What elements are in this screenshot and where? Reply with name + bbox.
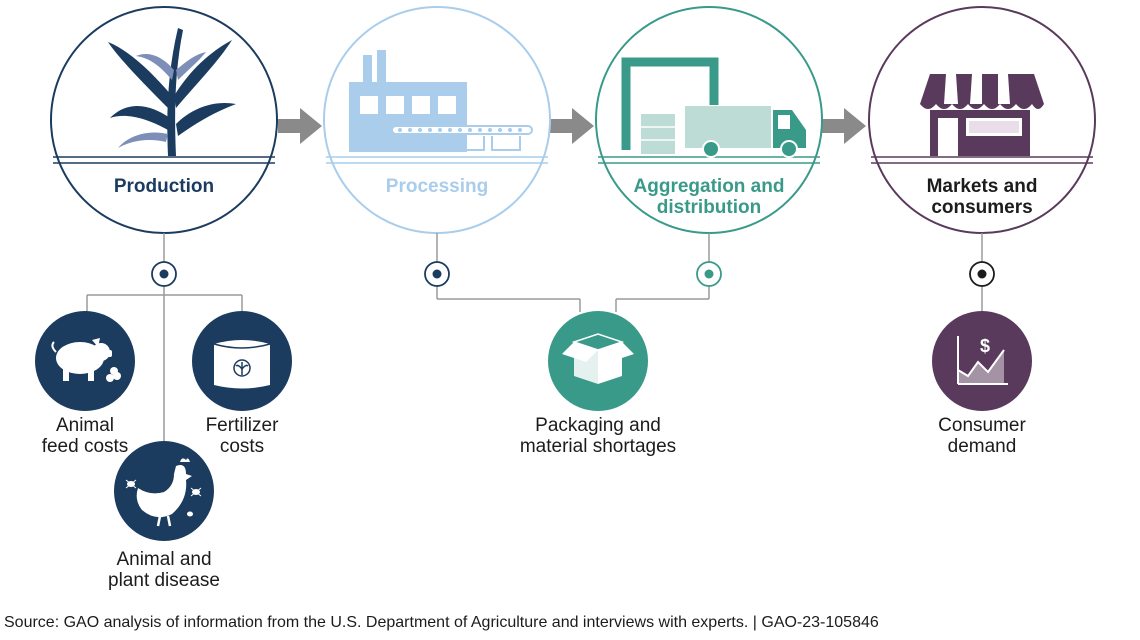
fertilizer-costs-label: Fertilizer costs (205, 415, 279, 457)
fertilizer-bag-icon (192, 311, 292, 411)
flow-arrow-2 (548, 108, 594, 144)
production-ground-line (53, 156, 275, 164)
truck-icon (621, 57, 806, 158)
markets-label: Markets and consumers (926, 176, 1038, 218)
source-note: Source: GAO analysis of information from… (4, 614, 879, 631)
flow-arrow-1 (278, 108, 322, 144)
chicken-icon (114, 441, 214, 541)
production-connectors (86, 233, 243, 450)
markets-node (969, 261, 995, 287)
animal-plant-disease-label: Animal and plant disease (108, 549, 220, 591)
aggregation-node (696, 261, 722, 287)
processing-label: Processing (385, 176, 489, 197)
processing-ground-line (326, 156, 548, 164)
box-icon (548, 311, 648, 411)
flow-arrow-3 (822, 108, 866, 144)
packaging-shortages-label: Packaging and material shortages (519, 415, 677, 457)
consumer-demand-label: Consumer demand (938, 415, 1026, 457)
aggregation-label: Aggregation and distribution (633, 176, 785, 218)
packaging-connectors (436, 233, 710, 312)
production-label: Production (113, 176, 215, 197)
factory-icon (349, 50, 533, 152)
pig-icon (35, 311, 135, 411)
price-chart-icon: $ (932, 311, 1032, 411)
markets-ground-line (871, 156, 1093, 164)
production-node (151, 261, 177, 287)
plant-icon (108, 28, 236, 156)
processing-node (424, 261, 450, 287)
svg-text:$: $ (980, 336, 990, 356)
animal-feed-costs-label: Animal feed costs (41, 415, 129, 457)
store-icon (920, 74, 1044, 156)
